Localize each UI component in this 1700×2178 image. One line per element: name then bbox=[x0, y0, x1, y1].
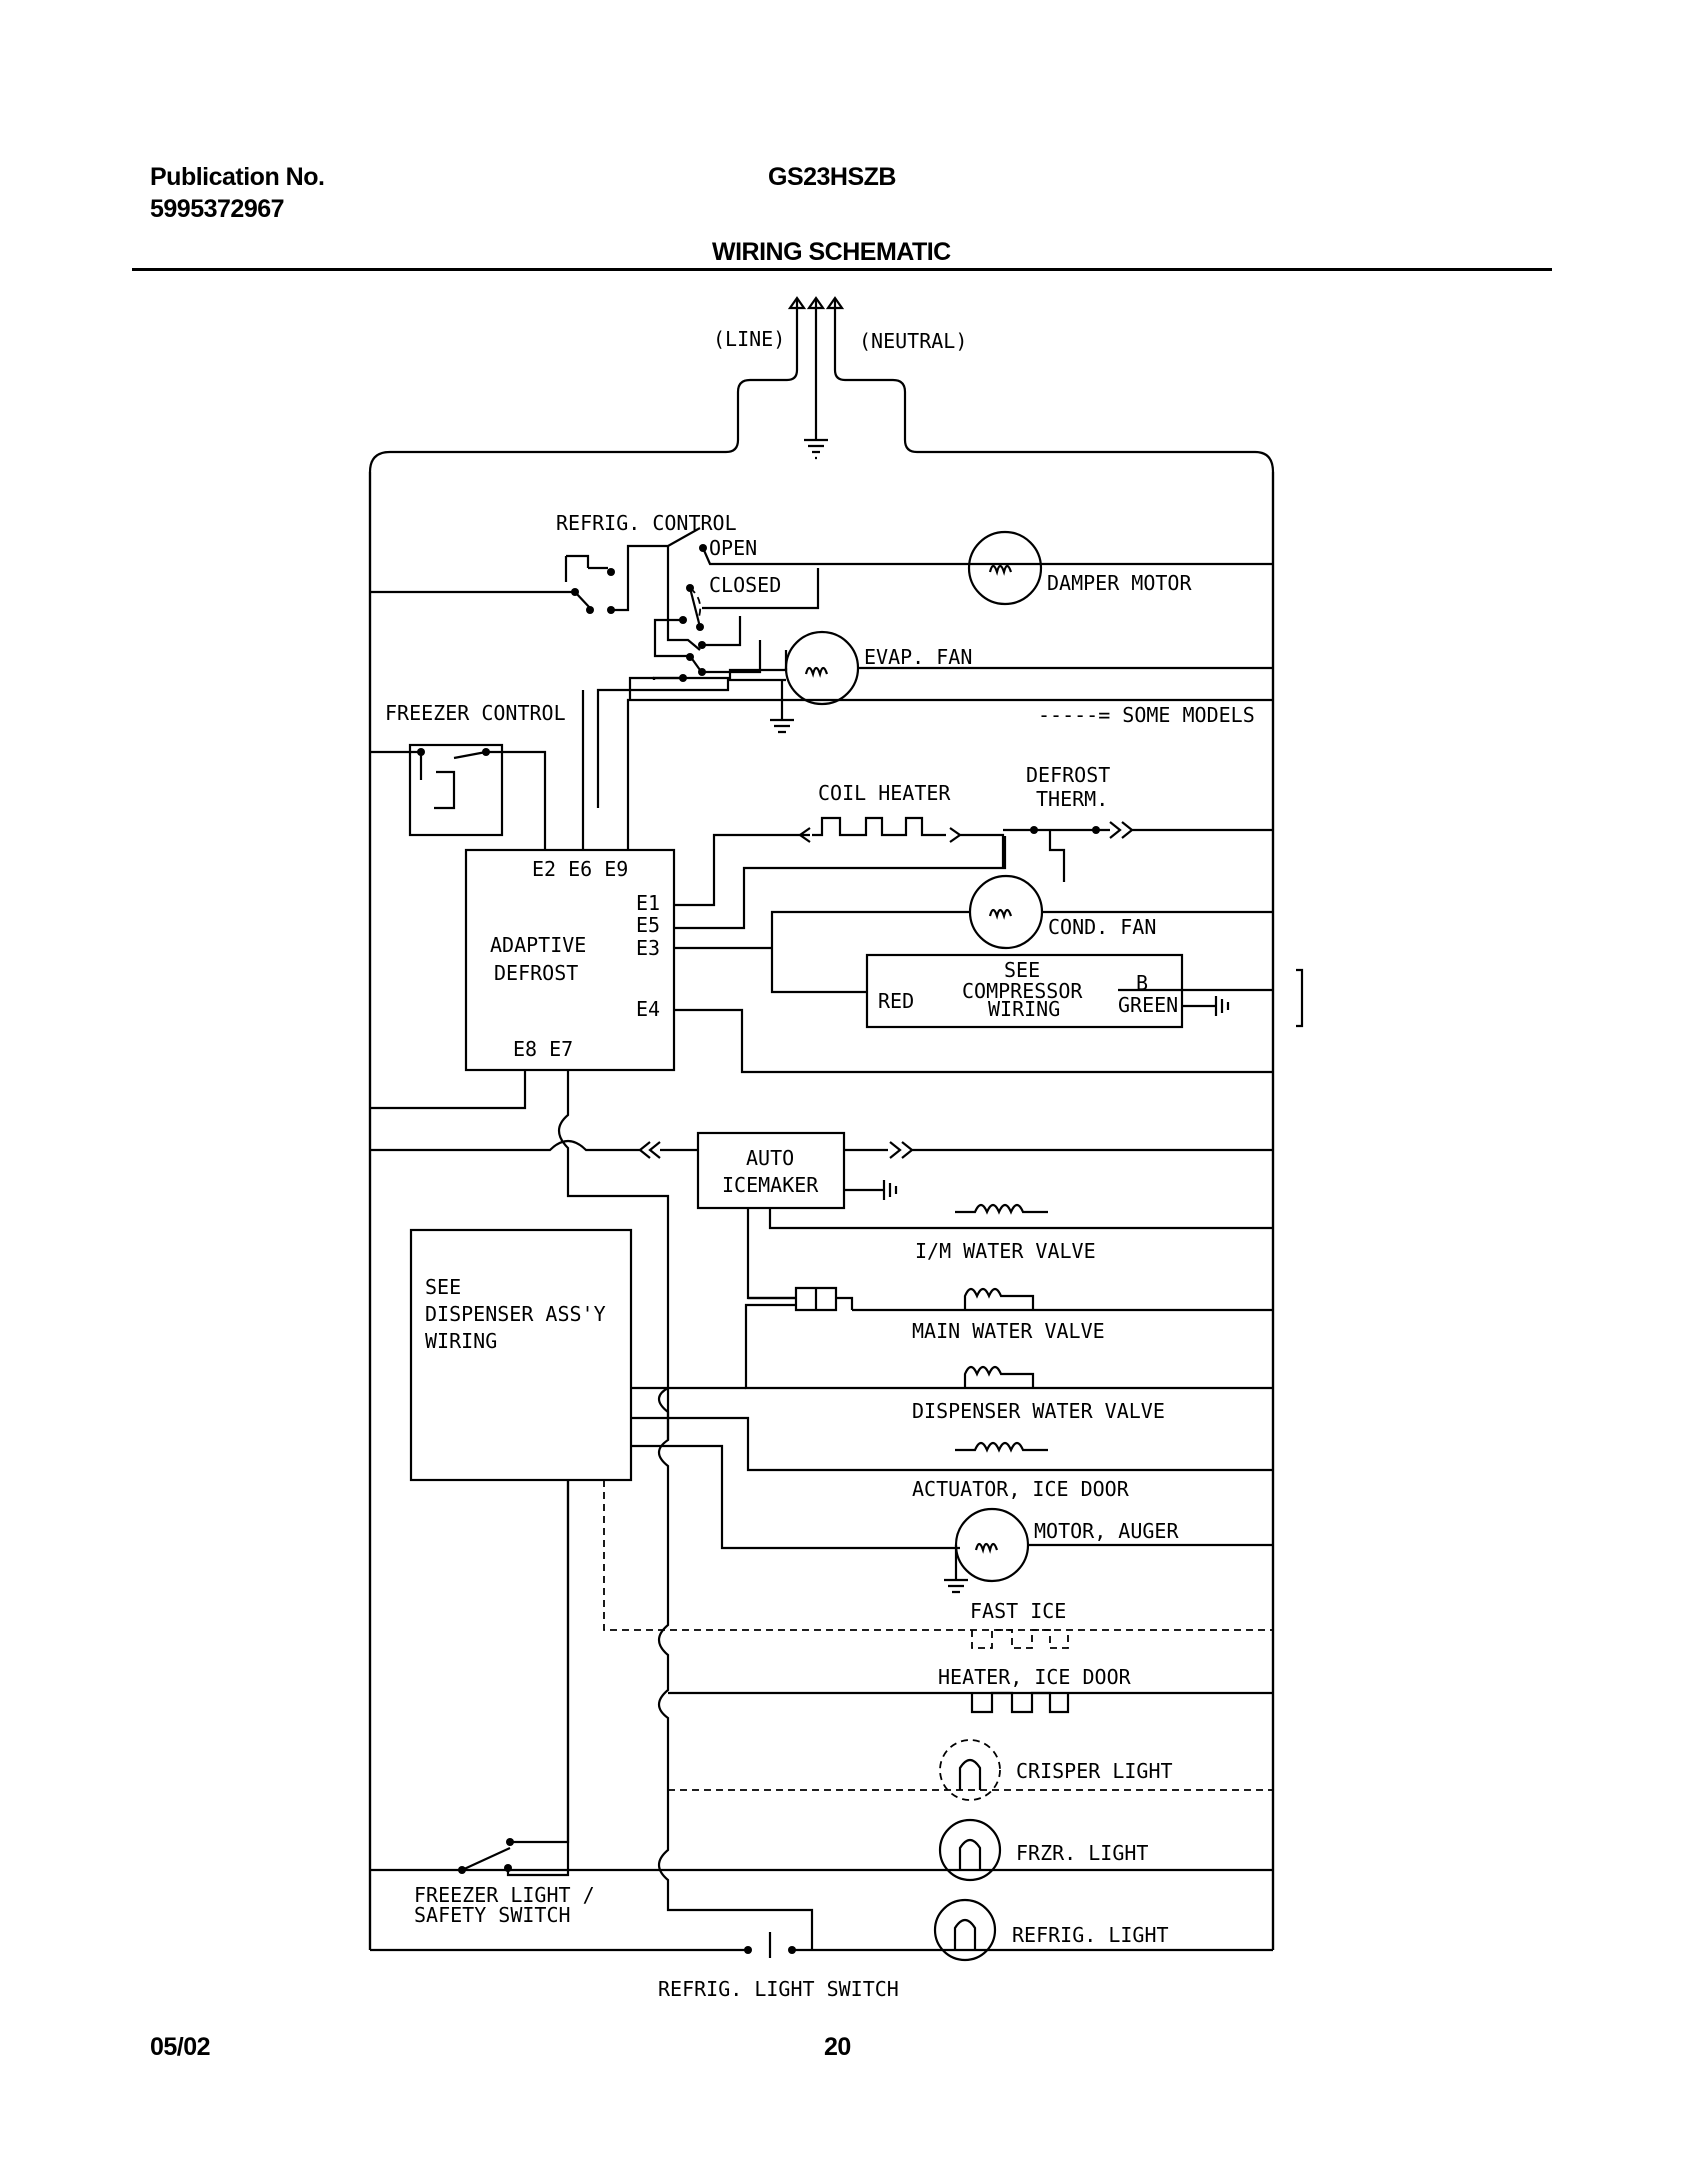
power-input: (LINE) (NEUTRAL) bbox=[368, 296, 1275, 1950]
b-label: B bbox=[1136, 971, 1148, 995]
auto-icemaker: AUTO ICEMAKER bbox=[370, 1131, 1273, 1300]
crisper-light: CRISPER LIGHT bbox=[668, 1739, 1273, 1801]
header-rule bbox=[132, 268, 1552, 271]
some-models-note: -----= SOME MODELS bbox=[1038, 703, 1255, 727]
damper-motor-label: DAMPER MOTOR bbox=[1047, 571, 1192, 595]
terminals-bottom-label: E8 E7 bbox=[513, 1037, 573, 1061]
dispenser-wiring-label: WIRING bbox=[425, 1329, 497, 1353]
im-water-valve-label: I/M WATER VALVE bbox=[915, 1239, 1096, 1263]
freezer-light-label-2: SAFETY SWITCH bbox=[414, 1903, 571, 1927]
dispenser-assy-label: DISPENSER ASS'Y bbox=[425, 1302, 606, 1326]
closed-label: CLOSED bbox=[709, 573, 781, 597]
freezer-control-label: FREEZER CONTROL bbox=[385, 701, 566, 725]
freezer-light-safety-switch: FREEZER LIGHT / SAFETY SWITCH bbox=[414, 1480, 595, 1927]
publication-label: Publication No. bbox=[150, 163, 325, 191]
evap-fan-label: EVAP. FAN bbox=[864, 645, 972, 669]
defrost-therm-label-2: THERM. bbox=[1036, 787, 1108, 811]
fast-ice: FAST ICE bbox=[970, 1599, 1069, 1649]
refrig-control-label: REFRIG. CONTROL bbox=[556, 511, 737, 535]
motor-auger: MOTOR, AUGER bbox=[944, 1507, 1273, 1594]
footer-date: 05/02 bbox=[150, 2033, 211, 2061]
water-connector bbox=[744, 1286, 1273, 1390]
im-water-valve: I/M WATER VALVE bbox=[915, 1203, 1096, 1263]
compressor-wiring-label: WIRING bbox=[988, 997, 1060, 1021]
evap-fan: EVAP. FAN bbox=[596, 630, 1273, 808]
dispenser-water-valve-label: DISPENSER WATER VALVE bbox=[912, 1399, 1165, 1423]
coil-heater: COIL HEATER DEFROST THERM. bbox=[798, 763, 1273, 882]
page-number: 20 bbox=[824, 2033, 851, 2061]
model-number: GS23HSZB bbox=[768, 163, 896, 191]
adaptive-defrost: E2 E6 E9 E1 E5 E3 E4 E8 E7 ADAPTIVE DEFR… bbox=[370, 690, 1273, 1440]
main-water-valve: MAIN WATER VALVE bbox=[912, 1287, 1105, 1343]
publication-number: 5995372967 bbox=[150, 195, 285, 223]
cond-fan-label: COND. FAN bbox=[1048, 915, 1156, 939]
e5-label: E5 bbox=[636, 913, 660, 937]
dispenser-water-valve: DISPENSER WATER VALVE bbox=[912, 1365, 1165, 1423]
refrig-light-switch-label: REFRIG. LIGHT SWITCH bbox=[658, 1977, 899, 2001]
compressor-see-label: SEE bbox=[1004, 958, 1040, 982]
compressor-box: SEE COMPRESSOR WIRING RED B GREEN bbox=[770, 948, 1304, 1029]
icemaker-label: ICEMAKER bbox=[722, 1173, 819, 1197]
line-label: (LINE) bbox=[713, 327, 785, 351]
red-label: RED bbox=[878, 989, 914, 1013]
open-label: OPEN bbox=[709, 536, 757, 560]
e4-label: E4 bbox=[636, 997, 660, 1021]
auto-label: AUTO bbox=[746, 1146, 794, 1170]
freezer-control: FREEZER CONTROL bbox=[370, 690, 585, 850]
adaptive-label: ADAPTIVE bbox=[490, 933, 586, 957]
crisper-light-label: CRISPER LIGHT bbox=[1016, 1759, 1173, 1783]
frzr-light: FRZR. LIGHT bbox=[370, 1818, 1273, 1882]
motor-auger-label: MOTOR, AUGER bbox=[1034, 1519, 1179, 1543]
fast-ice-label: FAST ICE bbox=[970, 1599, 1066, 1623]
e3-label: E3 bbox=[636, 936, 660, 960]
actuator-ice-door-label: ACTUATOR, ICE DOOR bbox=[912, 1477, 1130, 1501]
main-water-valve-label: MAIN WATER VALVE bbox=[912, 1319, 1105, 1343]
terminals-top-label: E2 E6 E9 bbox=[532, 857, 628, 881]
heater-ice-door: HEATER, ICE DOOR bbox=[668, 1665, 1273, 1714]
defrost-therm-label-1: DEFROST bbox=[1026, 763, 1110, 787]
dispenser-see-label: SEE bbox=[425, 1275, 461, 1299]
defrost-label: DEFROST bbox=[494, 961, 578, 985]
damper-motor: DAMPER MOTOR bbox=[967, 530, 1192, 606]
neutral-label: (NEUTRAL) bbox=[859, 329, 967, 353]
coil-heater-label: COIL HEATER bbox=[818, 781, 951, 805]
e1-label: E1 bbox=[636, 891, 660, 915]
compressor-label: COMPRESSOR bbox=[962, 979, 1083, 1003]
actuator-ice-door: ACTUATOR, ICE DOOR bbox=[912, 1441, 1130, 1501]
heater-ice-door-label: HEATER, ICE DOOR bbox=[938, 1665, 1132, 1689]
freezer-light-label-1: FREEZER LIGHT / bbox=[414, 1883, 595, 1907]
green-label: GREEN bbox=[1118, 993, 1178, 1017]
refrig-light: REFRIG. LIGHT REFRIG. LIGHT SWITCH bbox=[370, 1898, 1273, 2001]
refrig-light-label: REFRIG. LIGHT bbox=[1012, 1923, 1169, 1947]
frzr-light-label: FRZR. LIGHT bbox=[1016, 1841, 1148, 1865]
dispenser-assy-box: SEE DISPENSER ASS'Y WIRING bbox=[409, 1228, 1273, 1950]
page-title: WIRING SCHEMATIC bbox=[712, 238, 951, 266]
cond-fan: COND. FAN bbox=[770, 874, 1273, 950]
refrig-control: REFRIG. CONTROL OPEN CLOSED bbox=[370, 511, 1273, 682]
